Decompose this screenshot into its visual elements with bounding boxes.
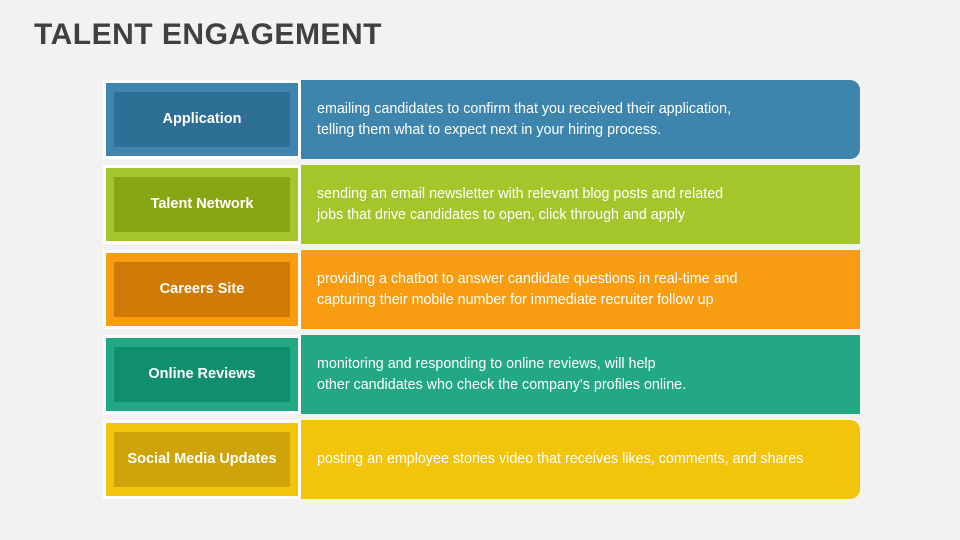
label-inner-online-reviews: Online Reviews xyxy=(114,347,290,402)
row-label: Online Reviews xyxy=(148,366,256,383)
process-list: Application emailing candidates to confi… xyxy=(103,80,860,505)
list-item[interactable]: Online Reviews monitoring and responding… xyxy=(103,335,860,414)
label-box-application[interactable]: Application xyxy=(103,80,301,159)
row-description: emailing candidates to confirm that you … xyxy=(317,80,847,159)
label-box-online-reviews[interactable]: Online Reviews xyxy=(103,335,301,414)
row-description: monitoring and responding to online revi… xyxy=(317,335,847,414)
row-description: sending an email newsletter with relevan… xyxy=(317,165,847,244)
label-inner-talent-network: Talent Network xyxy=(114,177,290,232)
label-inner-application: Application xyxy=(114,92,290,147)
label-inner-social-media-updates: Social Media Updates xyxy=(114,432,290,487)
row-label: Social Media Updates xyxy=(127,451,277,468)
description-line: emailing candidates to confirm that you … xyxy=(317,100,732,117)
description-line: sending an email newsletter with relevan… xyxy=(317,185,724,202)
list-item[interactable]: Application emailing candidates to confi… xyxy=(103,80,860,159)
description-line: capturing their mobile number for immedi… xyxy=(317,291,714,308)
row-label: Application xyxy=(162,111,242,128)
list-item[interactable]: Social Media Updates posting an employee… xyxy=(103,420,860,499)
label-box-careers-site[interactable]: Careers Site xyxy=(103,250,301,329)
page-title: TALENT ENGAGEMENT xyxy=(34,18,382,51)
row-description: providing a chatbot to answer candidate … xyxy=(317,250,847,329)
description-line: providing a chatbot to answer candidate … xyxy=(317,270,738,287)
label-inner-careers-site: Careers Site xyxy=(114,262,290,317)
row-description: posting an employee stories video that r… xyxy=(317,420,847,499)
list-item[interactable]: Talent Network sending an email newslett… xyxy=(103,165,860,244)
description-line: telling them what to expect next in your… xyxy=(317,121,662,138)
list-item[interactable]: Careers Site providing a chatbot to answ… xyxy=(103,250,860,329)
label-box-social-media-updates[interactable]: Social Media Updates xyxy=(103,420,301,499)
description-line: jobs that drive candidates to open, clic… xyxy=(317,206,685,223)
description-line: other candidates who check the company's… xyxy=(317,376,687,393)
row-label: Talent Network xyxy=(150,196,254,213)
label-box-talent-network[interactable]: Talent Network xyxy=(103,165,301,244)
row-label: Careers Site xyxy=(159,281,245,298)
description-line: monitoring and responding to online revi… xyxy=(317,355,656,372)
description-line: posting an employee stories video that r… xyxy=(317,451,804,468)
